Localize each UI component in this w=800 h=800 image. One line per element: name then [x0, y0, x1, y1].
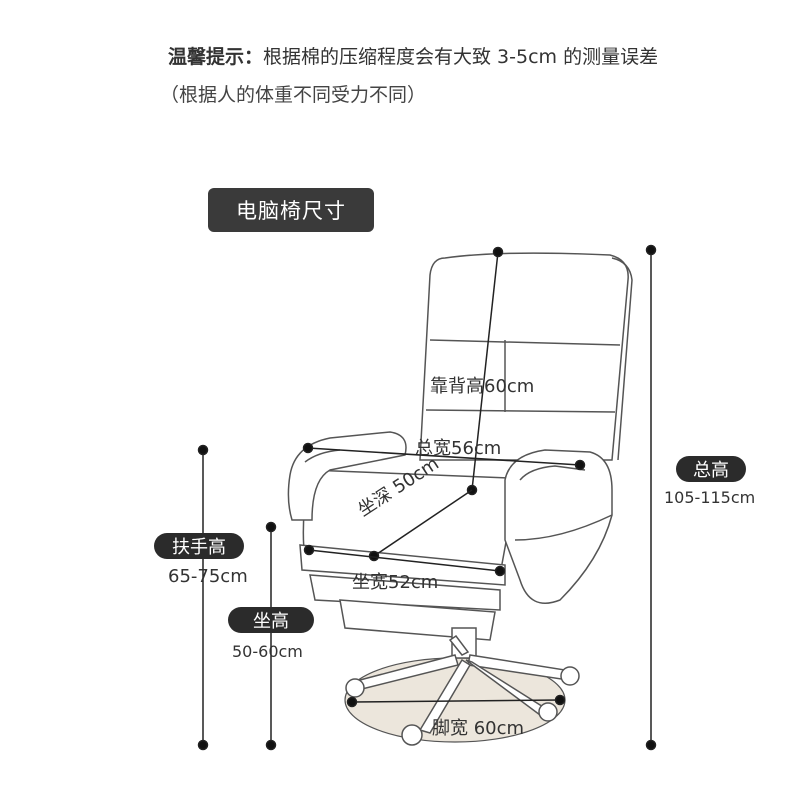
seat-width-label: 坐宽52cm [352, 572, 439, 593]
left-armrest [287, 431, 407, 521]
total-height-value: 105-115cm [664, 488, 756, 507]
seat-height-badge: 坐高 [228, 607, 314, 633]
total-width-label: 总宽56cm [415, 438, 502, 459]
base-width-label: 脚宽 60cm [432, 718, 525, 739]
diagram-title: 电脑椅尺寸 [208, 188, 374, 232]
armrest-height-badge: 扶手高 [154, 533, 244, 559]
armrest-height-value: 65-75cm [168, 566, 248, 587]
backrest [419, 252, 633, 461]
seat [299, 469, 514, 641]
dimension-lines [197, 244, 657, 751]
notice-prefix: 温馨提示： [168, 46, 264, 68]
notice-text: 根据棉的压缩程度会有大致 3-5cm 的测量误差 [263, 46, 659, 68]
notice-note: （根据人的体重不同受力不同） [160, 84, 427, 106]
right-armrest [504, 449, 613, 604]
seat-height-value: 50-60cm [232, 642, 303, 661]
notice-line: 温馨提示：根据棉的压缩程度会有大致 3-5cm 的测量误差 [168, 42, 658, 69]
total-height-badge: 总高 [676, 456, 746, 482]
backrest-height-label: 靠背高60cm [430, 376, 535, 397]
chair-base [345, 627, 580, 746]
